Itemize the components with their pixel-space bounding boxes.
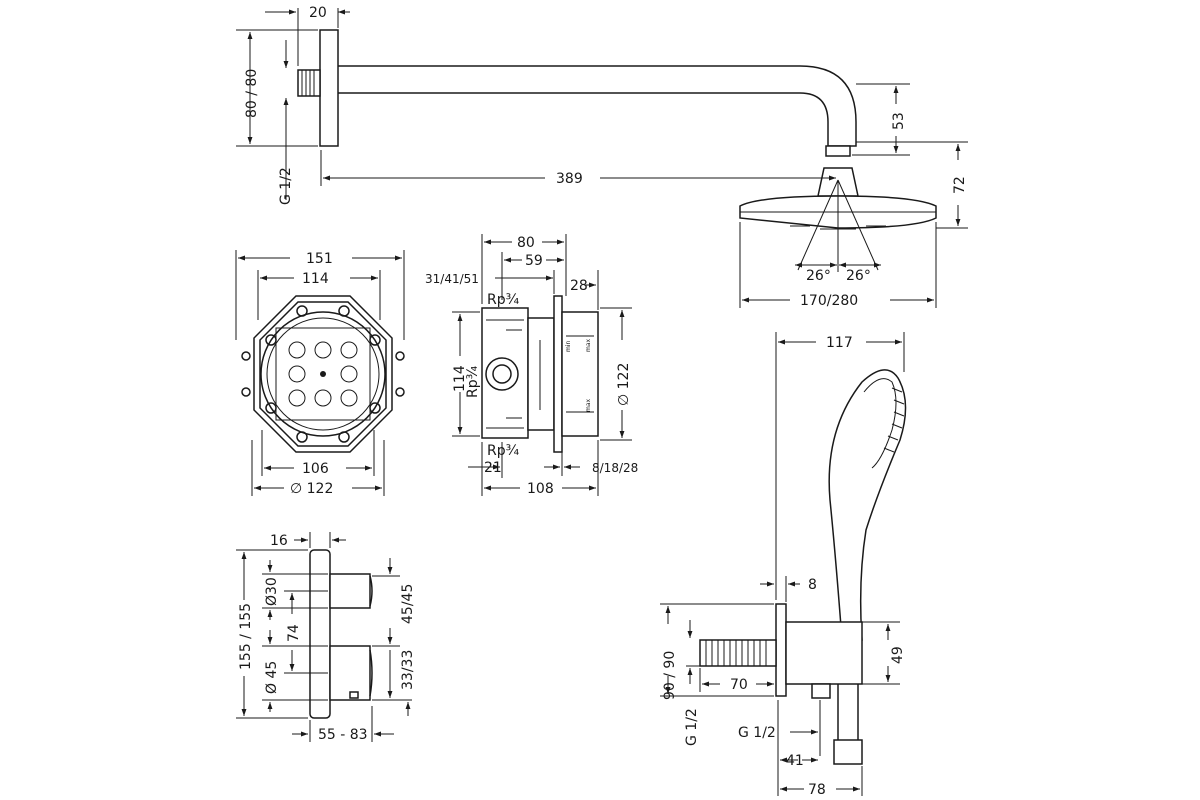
dim-angle-26-right: 26° <box>846 268 871 284</box>
ibox-cover <box>561 311 599 437</box>
dim-21: 21 <box>484 460 502 476</box>
hand-shower <box>828 369 907 641</box>
dim-70: 70 <box>730 677 748 693</box>
dim-55-83: 55 - 83 <box>318 727 368 743</box>
thermostat-knob-bottom <box>329 645 371 701</box>
rp-top: Rp¾ <box>487 292 520 308</box>
dim-117: 117 <box>826 335 853 351</box>
wall-flange <box>319 29 339 147</box>
dim-78: 78 <box>808 782 826 798</box>
dim-8: 8 <box>808 577 817 593</box>
dim-170-280: 170/280 <box>800 293 858 309</box>
shower-arm-view: 20 80 / 80 G 1/2 389 53 72 26° 26° <box>236 5 968 309</box>
dim-108: 108 <box>527 481 554 497</box>
dim-80-side: 80 <box>517 235 535 251</box>
dim-72: 72 <box>952 176 968 194</box>
label-min: min <box>565 340 572 352</box>
dim-31-41-51: 31/41/51 <box>425 272 479 286</box>
dim-20: 20 <box>309 5 327 21</box>
dim-114-side: 114 <box>452 365 468 392</box>
label-max-2: max <box>585 398 592 412</box>
dim-g12-bottom: G 1/2 <box>738 725 776 741</box>
ibox-ring <box>260 311 386 437</box>
label-max: max <box>585 338 592 352</box>
dim-90-90: 90 / 90 <box>662 651 678 700</box>
dim-28: 28 <box>570 278 588 294</box>
dim-8-18-28: 8/18/28 <box>592 461 638 475</box>
hose-nut <box>833 739 863 765</box>
dim-d122-side: ∅ 122 <box>616 363 632 406</box>
dim-155-155: 155 / 155 <box>238 603 254 670</box>
dim-angle-26-left: 26° <box>806 268 831 284</box>
dim-d45: Ø 45 <box>264 661 280 694</box>
rp-bottom: Rp¾ <box>487 443 520 459</box>
thread-connector <box>297 69 321 97</box>
ibox-side-view: min max max 80 59 31/41/51 28 Rp¾ Rp¾ Rp… <box>425 234 638 497</box>
dim-45-45: 45/45 <box>400 584 416 624</box>
dim-80-80: 80 / 80 <box>244 69 260 118</box>
ibox-connector <box>485 357 519 391</box>
dim-74: 74 <box>286 624 302 642</box>
wall-outlet <box>785 621 863 685</box>
dim-114-front: 114 <box>302 271 329 287</box>
dim-151: 151 <box>306 251 333 267</box>
thermostat-view: 16 155 / 155 Ø30 74 Ø 45 45/45 <box>236 532 416 743</box>
dim-d122-front: ∅ 122 <box>290 481 333 497</box>
ibox-front-view: 151 114 106 ∅ 122 <box>235 250 405 497</box>
dim-g12-arm: G 1/2 <box>278 167 294 205</box>
dim-33-33: 33/33 <box>400 650 416 690</box>
thermostat-knob-top <box>329 573 371 609</box>
shower-arm <box>338 65 857 147</box>
dim-41: 41 <box>786 753 804 769</box>
hand-shower-view: 117 8 90 / 90 G 1/2 70 49 G 1/2 <box>660 332 907 798</box>
ibox-outlets <box>288 341 358 407</box>
dim-389: 389 <box>556 171 583 187</box>
thermostat-plate <box>309 549 331 719</box>
dim-59: 59 <box>525 253 543 269</box>
dim-d30: Ø30 <box>264 577 280 606</box>
dim-49: 49 <box>890 646 906 664</box>
threaded-pipe <box>699 639 777 667</box>
dim-53: 53 <box>891 112 907 130</box>
rp-mid: Rp¾ <box>465 365 481 398</box>
dim-106: 106 <box>302 461 329 477</box>
dim-g12-left: G 1/2 <box>684 708 700 746</box>
dim-16: 16 <box>270 533 288 549</box>
